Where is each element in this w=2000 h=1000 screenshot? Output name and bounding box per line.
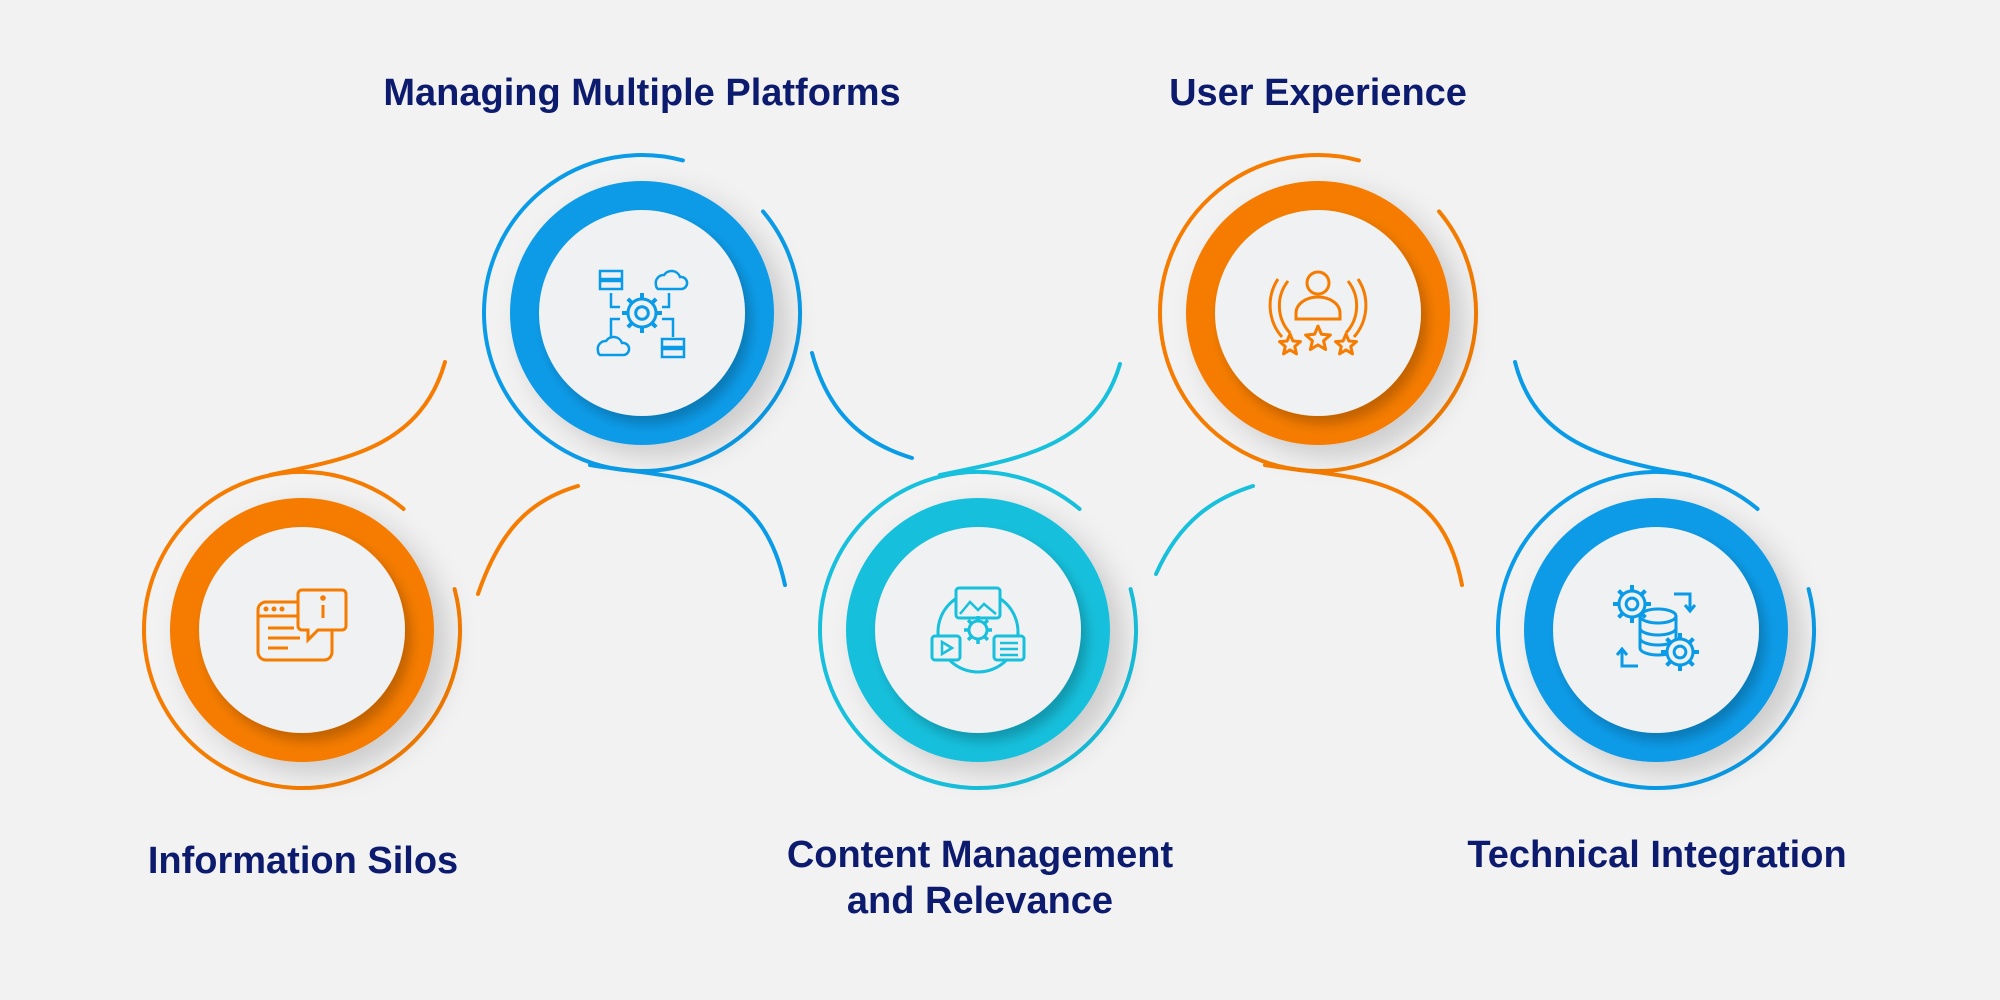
step-title-managing-multiple-platforms: Managing Multiple Platforms bbox=[342, 70, 942, 116]
connector-arc bbox=[938, 362, 1122, 477]
center-disc bbox=[539, 210, 745, 416]
media-content-gear-icon bbox=[930, 586, 1026, 674]
step-node bbox=[482, 153, 802, 473]
outer-ring bbox=[1158, 153, 1478, 473]
connector-arc bbox=[1154, 484, 1255, 576]
connector-arc bbox=[1513, 360, 1692, 477]
step-title-line: Content Management bbox=[786, 834, 1174, 876]
step-title-user-experience: User Experience bbox=[1118, 70, 1518, 116]
step-title-line: Technical Integration bbox=[1467, 834, 1847, 876]
step-title-line: Information Silos bbox=[147, 840, 459, 882]
cloud-network-gear-icon bbox=[596, 269, 689, 359]
user-rating-icon bbox=[1268, 270, 1368, 356]
connector-arc bbox=[268, 360, 447, 477]
step-title-line: and Relevance bbox=[846, 880, 1114, 922]
connector-arc bbox=[810, 351, 914, 460]
step-node bbox=[1496, 470, 1817, 790]
outer-ring bbox=[1496, 470, 1817, 790]
connector-arc bbox=[476, 484, 580, 596]
center-disc bbox=[875, 527, 1081, 733]
connector-curve bbox=[1263, 463, 1464, 587]
connector-curve bbox=[588, 463, 787, 587]
step-title-technical-integration: Technical Integration bbox=[1432, 832, 1882, 878]
database-gears-icon bbox=[1613, 585, 1699, 671]
step-title-line: Managing Multiple Platforms bbox=[383, 72, 901, 114]
outer-ring bbox=[142, 470, 462, 790]
step-node bbox=[818, 470, 1139, 790]
step-node bbox=[1158, 153, 1478, 473]
info-browser-icon bbox=[256, 588, 348, 662]
outer-ring bbox=[482, 153, 802, 473]
outer-ring bbox=[818, 470, 1139, 790]
step-title-information-silos: Information Silos bbox=[103, 838, 503, 884]
center-disc bbox=[1553, 527, 1759, 733]
step-title-line: User Experience bbox=[1169, 72, 1467, 114]
step-title-content-management: Content Management and Relevance bbox=[730, 832, 1230, 924]
center-disc bbox=[1215, 210, 1421, 416]
step-node bbox=[142, 470, 462, 790]
